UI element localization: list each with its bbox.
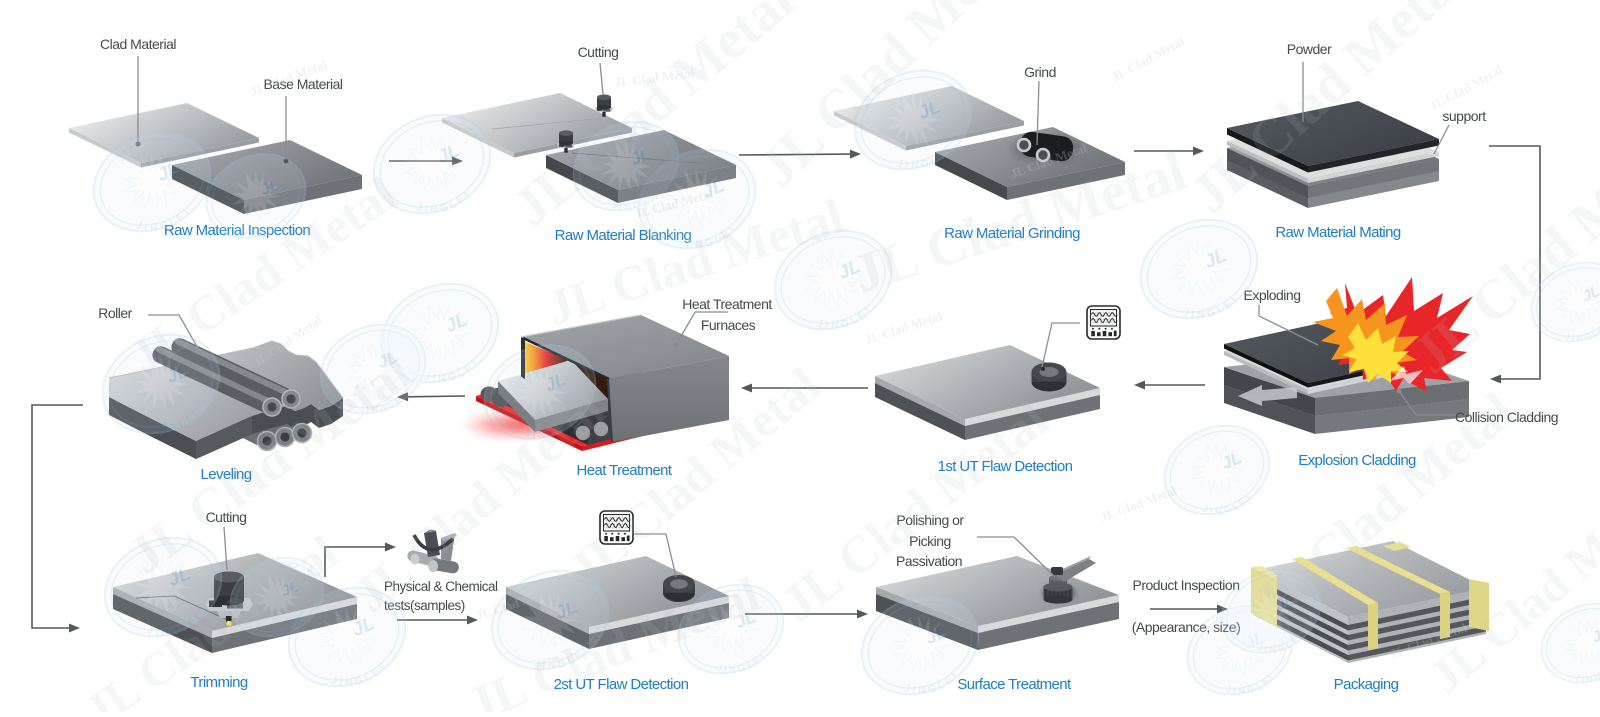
svg-text:Clad Material: Clad Material [100,36,176,52]
svg-text:Packaging: Packaging [1334,676,1399,693]
svg-text:1st UT Flaw Detection: 1st UT Flaw Detection [938,458,1073,475]
svg-text:Product Inspection: Product Inspection [1133,577,1240,593]
svg-text:Exploding: Exploding [1244,287,1301,303]
svg-text:Raw Material Grinding: Raw Material Grinding [944,225,1080,242]
svg-text:Polishing or: Polishing or [896,512,964,528]
svg-text:2st UT Flaw Detection: 2st UT Flaw Detection [554,676,689,693]
svg-text:Cutting: Cutting [206,509,247,525]
svg-text:Base Material: Base Material [263,76,342,92]
svg-text:Cutting: Cutting [578,44,619,60]
svg-text:Explosion Cladding: Explosion Cladding [1298,452,1416,469]
svg-text:Heat Treatment: Heat Treatment [682,296,772,312]
svg-text:Raw Material Mating: Raw Material Mating [1275,224,1401,241]
svg-text:support: support [1442,108,1486,124]
svg-text:Physical & Chemical: Physical & Chemical [384,579,498,594]
svg-text:Powder: Powder [1287,41,1332,57]
svg-text:tests(samples): tests(samples) [384,598,465,613]
svg-text:Roller: Roller [98,305,132,321]
svg-text:Surface Treatment: Surface Treatment [957,676,1072,693]
svg-text:Leveling: Leveling [200,466,251,483]
svg-text:Furnaces: Furnaces [701,317,756,333]
svg-text:Grind: Grind [1024,64,1056,80]
svg-text:Trimming: Trimming [190,674,247,691]
svg-text:Passivation: Passivation [896,553,962,569]
svg-text:Collision Cladding: Collision Cladding [1455,409,1558,425]
svg-text:Heat Treatment: Heat Treatment [577,462,673,479]
svg-text:Picking: Picking [909,533,951,549]
